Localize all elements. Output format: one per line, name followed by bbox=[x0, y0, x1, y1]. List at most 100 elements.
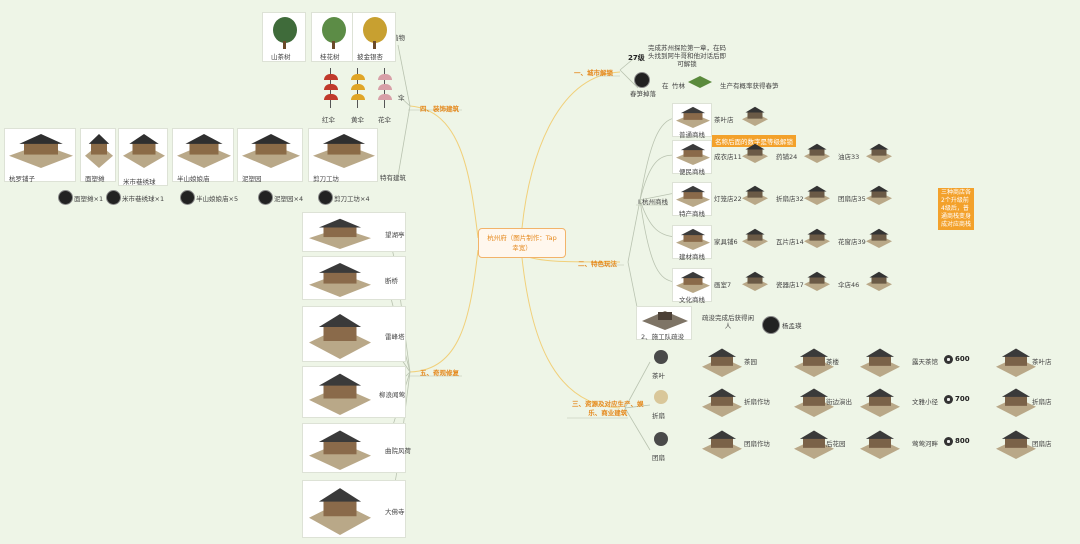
special-building-name: 半山娘娘庙 bbox=[177, 175, 210, 183]
plants-label: 植物 bbox=[392, 34, 405, 42]
umbrella-icon bbox=[378, 94, 392, 100]
special-building-card[interactable]: 半山娘娘庙 bbox=[172, 128, 234, 183]
wonder-card[interactable]: 大佛寺 bbox=[302, 480, 406, 538]
special-building-icon bbox=[123, 134, 165, 168]
wonder-card[interactable]: 雷峰塔 bbox=[302, 306, 406, 362]
resource-icon-box bbox=[650, 390, 672, 424]
branch-decor[interactable]: 四、装饰建筑 bbox=[420, 105, 459, 113]
branch-wonders[interactable]: 五、奇观修复 bbox=[420, 369, 459, 377]
resource-farm-cell[interactable]: 折扇作坊 bbox=[700, 386, 770, 422]
shop-side-note: 三种商店各 2个升级前 4级后，普 通商栈变身 成对应商栈 bbox=[938, 188, 975, 230]
resource-make-label: 街边演出 bbox=[826, 398, 852, 406]
resource-make-cell[interactable]: 街边演出 bbox=[792, 386, 852, 422]
plant-name: 山茶树 bbox=[271, 53, 291, 61]
dredge-item: 杨孟瑛 bbox=[782, 322, 802, 330]
shop-row-name: 建材商栈 bbox=[679, 253, 705, 261]
plant-card[interactable]: 披金银杏 bbox=[352, 12, 396, 62]
special-building-card[interactable]: 泥塑园 bbox=[237, 128, 303, 183]
plant-card[interactable]: 桂花树 bbox=[311, 12, 355, 62]
wonder-card[interactable]: 断桥 bbox=[302, 256, 406, 300]
umbrella-icon bbox=[324, 74, 338, 80]
shop-row-0[interactable]: 普通商栈 bbox=[672, 103, 712, 139]
shop-item-label: 瓷器店17 bbox=[776, 281, 804, 289]
shop-item-icon[interactable] bbox=[740, 105, 770, 129]
resource-fun-cell[interactable]: 露天茶馆 bbox=[858, 346, 938, 382]
special-building-name: 面塑摊 bbox=[85, 175, 105, 183]
wonder-card[interactable]: 望湖亭 bbox=[302, 212, 406, 252]
umbrella-icon bbox=[324, 94, 338, 100]
resource-farm-cell[interactable]: 茶园 bbox=[700, 346, 770, 382]
shop-item-icon[interactable] bbox=[740, 270, 770, 294]
resource-icon-box bbox=[650, 432, 672, 466]
shop-item-label: 画室7 bbox=[714, 281, 732, 289]
special-building-card[interactable]: 剪刀工坊 bbox=[308, 128, 378, 183]
resource-building-icon bbox=[794, 388, 834, 417]
branch-city-unlock[interactable]: 一、城市解锁 bbox=[574, 69, 613, 77]
resource-farm-label: 折扇作坊 bbox=[744, 398, 770, 406]
shop-item-icon[interactable] bbox=[864, 227, 894, 251]
branch-resources[interactable]: 三、资源及对应生产、娱 乐、商业建筑 bbox=[572, 400, 644, 417]
resource-cost: 700 bbox=[955, 395, 970, 403]
resource-building-icon bbox=[860, 388, 900, 417]
special-building-icon bbox=[9, 134, 73, 168]
shop-item-icon[interactable] bbox=[740, 142, 770, 166]
shop-item-label: 花窗店39 bbox=[838, 238, 866, 246]
resource-fun-cell[interactable]: 莺莺河畔 bbox=[858, 428, 938, 464]
resource-make-cell[interactable]: 后花园 bbox=[792, 428, 852, 464]
shop-item-icon[interactable] bbox=[864, 184, 894, 208]
shop-building-icon bbox=[676, 106, 710, 128]
umbrella-icon bbox=[378, 74, 392, 80]
special-building-card[interactable]: 杭罗铺子 bbox=[4, 128, 76, 183]
umbrella-card[interactable]: 红伞 bbox=[318, 66, 344, 124]
umbrella-name: 花伞 bbox=[378, 116, 391, 124]
umbrella-icon bbox=[351, 84, 365, 90]
shop-building-icon bbox=[676, 228, 710, 250]
plant-card[interactable]: 山茶树 bbox=[262, 12, 306, 62]
special-building-card[interactable]: 米市巷绣球 bbox=[118, 128, 168, 186]
bamboo-at: 在 bbox=[662, 82, 669, 90]
shop-item-icon[interactable] bbox=[864, 270, 894, 294]
shop-row-name: 便民商栈 bbox=[679, 168, 705, 176]
special-building-name: 泥塑园 bbox=[242, 175, 262, 183]
shop-item-icon[interactable] bbox=[802, 142, 832, 166]
resource-fun-cell[interactable]: 文雅小径 bbox=[858, 386, 938, 422]
resource-shop-cell[interactable]: 茶叶店 bbox=[994, 346, 1058, 382]
shop-item-icon[interactable] bbox=[740, 227, 770, 251]
umbrella-card[interactable]: 黄伞 bbox=[345, 66, 371, 124]
resource-building-icon bbox=[996, 388, 1036, 417]
shop-item-label: 折扇店32 bbox=[776, 195, 804, 203]
shop-row-2[interactable]: 特产商栈 bbox=[672, 182, 712, 218]
shop-item-icon[interactable] bbox=[802, 227, 832, 251]
wonder-icon bbox=[309, 430, 371, 470]
shop-item-icon[interactable] bbox=[802, 184, 832, 208]
shop-row-4[interactable]: 文化商栈 bbox=[672, 268, 712, 304]
umbrella-icon bbox=[378, 84, 392, 90]
wonder-name: 柳浪闻莺 bbox=[379, 391, 405, 399]
shop-item-label: 油店33 bbox=[838, 153, 860, 161]
tree-icon bbox=[273, 17, 297, 43]
wonder-card[interactable]: 柳浪闻莺 bbox=[302, 366, 406, 418]
cost-label: 泥塑园×4 bbox=[274, 195, 304, 203]
shop-row-name: 文化商栈 bbox=[679, 296, 705, 304]
umbrella-card[interactable]: 花伞 bbox=[372, 66, 398, 124]
cost-token-icon bbox=[58, 190, 73, 205]
resource-make-cell[interactable]: 茶楼 bbox=[792, 346, 852, 382]
resource-name: 折扇 bbox=[652, 412, 665, 420]
shop-item-icon[interactable] bbox=[864, 142, 894, 166]
shop-item-icon[interactable] bbox=[740, 184, 770, 208]
shop-row-1[interactable]: 便民商栈 bbox=[672, 140, 712, 176]
resource-building-icon bbox=[794, 430, 834, 459]
resource-building-icon bbox=[996, 348, 1036, 377]
resource-farm-cell[interactable]: 团扇作坊 bbox=[700, 428, 770, 464]
shop-row-3[interactable]: 建材商栈 bbox=[672, 225, 712, 261]
wonder-card[interactable]: 曲院风荷 bbox=[302, 423, 411, 473]
shop-item-icon[interactable] bbox=[802, 270, 832, 294]
center-node[interactable]: 杭州府（图片制作：Tap 幸宽） bbox=[478, 228, 566, 258]
resource-fun-label: 文雅小径 bbox=[912, 398, 938, 406]
branch-special-play[interactable]: 二、特色玩法 bbox=[578, 260, 617, 268]
resource-shop-cell[interactable]: 团扇店 bbox=[994, 428, 1058, 464]
resource-shop-cell[interactable]: 折扇店 bbox=[994, 386, 1058, 422]
hangzhou-shops-label: Ⅰ.杭州商栈 bbox=[638, 198, 668, 206]
special-building-card[interactable]: 面塑摊 bbox=[80, 128, 116, 183]
tree-icon bbox=[363, 17, 387, 43]
